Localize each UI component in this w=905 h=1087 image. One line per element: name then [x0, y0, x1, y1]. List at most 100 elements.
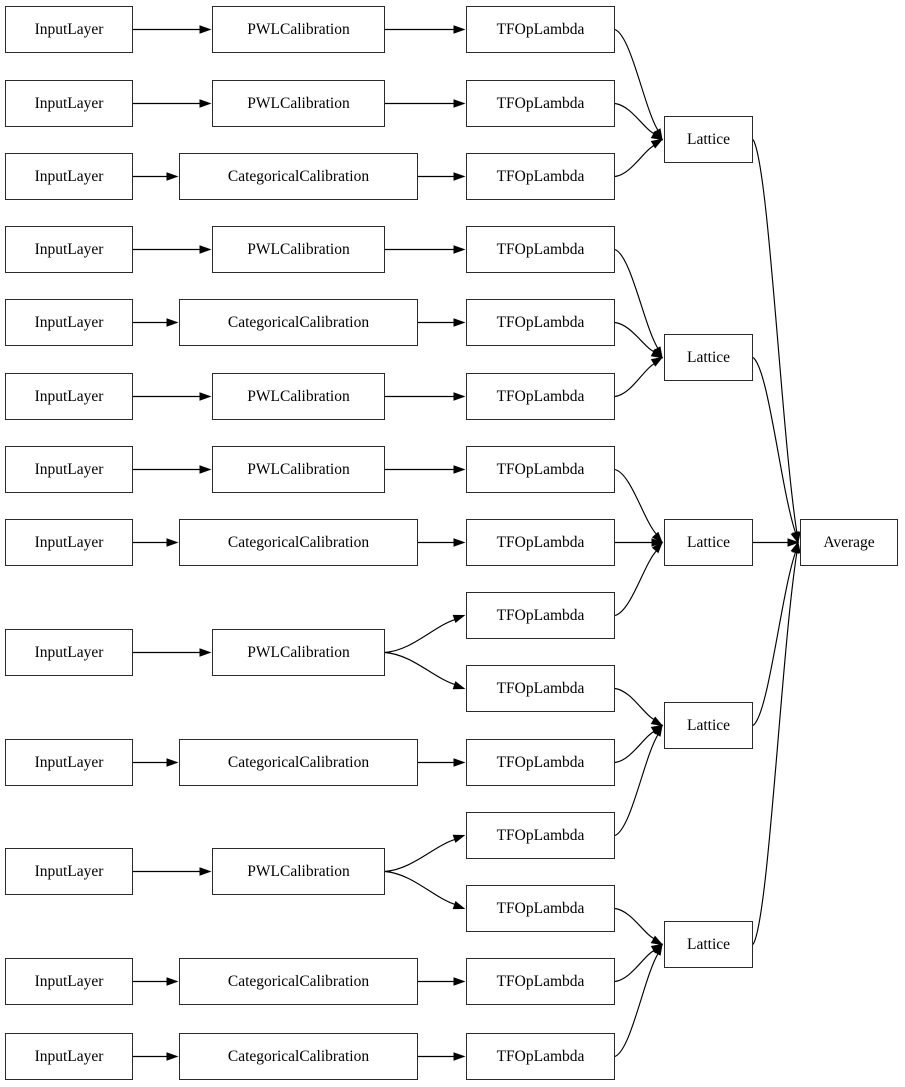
- edge-cal11-to-op13: [384, 870, 466, 910]
- node-in3[interactable]: InputLayer: [5, 153, 133, 200]
- node-op2[interactable]: TFOpLambda: [466, 80, 615, 127]
- node-cal5[interactable]: CategoricalCalibration: [179, 299, 418, 346]
- node-label: TFOpLambda: [496, 972, 585, 990]
- node-in1[interactable]: InputLayer: [5, 6, 133, 53]
- node-label: InputLayer: [34, 643, 104, 661]
- node-op14[interactable]: TFOpLambda: [466, 958, 615, 1005]
- node-lat3[interactable]: Lattice: [664, 519, 753, 566]
- node-op4[interactable]: TFOpLambda: [466, 226, 615, 273]
- node-cal10[interactable]: CategoricalCalibration: [179, 739, 418, 786]
- node-label: TFOpLambda: [496, 899, 585, 917]
- edge-lat5-to-avg: [752, 541, 801, 945]
- node-in2[interactable]: InputLayer: [5, 80, 133, 127]
- edge-op10-to-lat4: [614, 687, 664, 727]
- node-cal9[interactable]: PWLCalibration: [212, 629, 385, 676]
- node-cal6[interactable]: PWLCalibration: [212, 373, 385, 420]
- node-op12[interactable]: TFOpLambda: [466, 812, 615, 859]
- node-op3[interactable]: TFOpLambda: [466, 153, 615, 200]
- node-label: Lattice: [686, 348, 731, 366]
- node-label: TFOpLambda: [496, 1047, 585, 1065]
- node-lat5[interactable]: Lattice: [664, 921, 753, 968]
- node-label: TFOpLambda: [496, 240, 585, 258]
- node-cal11[interactable]: PWLCalibration: [212, 848, 385, 895]
- edge-in1-to-cal1: [133, 25, 212, 34]
- node-op15[interactable]: TFOpLambda: [466, 1033, 615, 1080]
- node-in8[interactable]: InputLayer: [5, 519, 133, 566]
- node-label: InputLayer: [34, 240, 104, 258]
- edge-op14-to-lat5: [614, 943, 664, 983]
- node-label: TFOpLambda: [496, 460, 585, 478]
- edge-in13-to-cal13: [133, 1052, 179, 1061]
- edge-in9-to-cal9: [133, 648, 212, 657]
- node-op9[interactable]: TFOpLambda: [466, 592, 615, 639]
- node-in4[interactable]: InputLayer: [5, 226, 133, 273]
- edge-cal11-to-op12: [384, 834, 466, 873]
- edge-in7-to-cal7: [133, 465, 212, 474]
- edge-op12-to-lat4: [614, 724, 663, 837]
- node-cal7[interactable]: PWLCalibration: [212, 446, 385, 493]
- node-label: PWLCalibration: [247, 643, 350, 661]
- node-cal3[interactable]: CategoricalCalibration: [179, 153, 418, 200]
- node-cal2[interactable]: PWLCalibration: [212, 80, 385, 127]
- node-label: InputLayer: [34, 167, 104, 185]
- edge-op15-to-lat5: [614, 943, 663, 1058]
- edge-cal13-to-op15: [418, 1052, 466, 1061]
- node-label: TFOpLambda: [496, 826, 585, 844]
- node-lat1[interactable]: Lattice: [664, 116, 753, 163]
- edge-cal1-to-op1: [385, 25, 466, 34]
- edge-lat3-to-avg: [753, 538, 800, 547]
- node-op13[interactable]: TFOpLambda: [466, 885, 615, 932]
- node-label: TFOpLambda: [496, 679, 585, 697]
- node-cal1[interactable]: PWLCalibration: [212, 6, 385, 53]
- node-label: PWLCalibration: [247, 862, 350, 880]
- node-label: InputLayer: [34, 387, 104, 405]
- node-label: InputLayer: [34, 313, 104, 331]
- node-label: CategoricalCalibration: [227, 167, 370, 185]
- node-op8[interactable]: TFOpLambda: [466, 519, 615, 566]
- node-in12[interactable]: InputLayer: [5, 958, 133, 1005]
- edge-in3-to-cal3: [133, 172, 179, 181]
- node-in7[interactable]: InputLayer: [5, 446, 133, 493]
- node-cal12[interactable]: CategoricalCalibration: [179, 958, 418, 1005]
- edge-op13-to-lat5: [614, 907, 664, 946]
- node-in5[interactable]: InputLayer: [5, 299, 133, 346]
- node-label: InputLayer: [34, 1047, 104, 1065]
- edge-op3-to-lat1: [614, 138, 664, 178]
- edge-in8-to-cal8: [133, 538, 179, 547]
- edge-in5-to-cal5: [133, 318, 179, 327]
- edge-cal3-to-op3: [418, 172, 466, 181]
- node-op6[interactable]: TFOpLambda: [466, 373, 615, 420]
- node-label: PWLCalibration: [247, 94, 350, 112]
- node-op10[interactable]: TFOpLambda: [466, 665, 615, 712]
- edge-cal7-to-op7: [385, 465, 466, 474]
- node-op1[interactable]: TFOpLambda: [466, 6, 615, 53]
- node-label: InputLayer: [34, 20, 104, 38]
- node-label: CategoricalCalibration: [227, 1047, 370, 1065]
- node-label: InputLayer: [34, 460, 104, 478]
- node-avg[interactable]: Average: [800, 519, 898, 566]
- node-in10[interactable]: InputLayer: [5, 739, 133, 786]
- edge-cal4-to-op4: [385, 245, 466, 254]
- node-cal13[interactable]: CategoricalCalibration: [179, 1033, 418, 1080]
- node-label: TFOpLambda: [496, 20, 585, 38]
- edge-in6-to-cal6: [133, 392, 212, 401]
- node-cal8[interactable]: CategoricalCalibration: [179, 519, 418, 566]
- node-in11[interactable]: InputLayer: [5, 848, 133, 895]
- node-op5[interactable]: TFOpLambda: [466, 299, 615, 346]
- node-label: TFOpLambda: [496, 533, 585, 551]
- node-lat2[interactable]: Lattice: [664, 334, 753, 381]
- node-label: InputLayer: [34, 862, 104, 880]
- node-label: TFOpLambda: [496, 387, 585, 405]
- node-label: PWLCalibration: [247, 240, 350, 258]
- node-label: CategoricalCalibration: [227, 972, 370, 990]
- node-in6[interactable]: InputLayer: [5, 373, 133, 420]
- node-in9[interactable]: InputLayer: [5, 629, 133, 676]
- node-op7[interactable]: TFOpLambda: [466, 446, 615, 493]
- node-op11[interactable]: TFOpLambda: [466, 739, 615, 786]
- node-lat4[interactable]: Lattice: [664, 702, 753, 749]
- node-cal4[interactable]: PWLCalibration: [212, 226, 385, 273]
- edge-op4-to-lat2: [614, 248, 663, 359]
- node-in13[interactable]: InputLayer: [5, 1033, 133, 1080]
